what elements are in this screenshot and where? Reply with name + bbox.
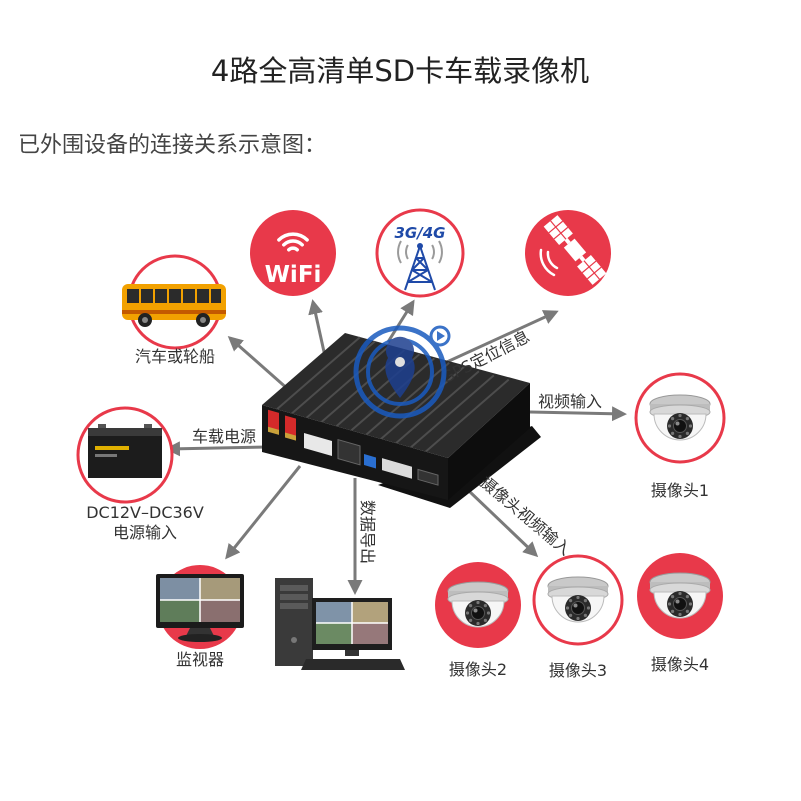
vehicle-label: 汽车或轮船: [135, 347, 215, 366]
camera-3-label: 摄像头3: [549, 661, 607, 680]
wifi-device: WiFi: [250, 210, 336, 296]
dvr-top-ridges: [276, 336, 510, 453]
page-title: 4路全高清单SD卡车载录像机: [211, 54, 589, 88]
vehicle-power-label: 车载电源: [192, 427, 256, 446]
camera-2-label: 摄像头2: [449, 660, 507, 679]
desktop-computer-icon: [275, 578, 405, 670]
arrow-to-power: [165, 441, 269, 457]
satellite-icon: [539, 215, 607, 285]
power-label-voltage: DC12V–DC36V: [86, 503, 204, 522]
cell-tower-icon: [397, 240, 443, 291]
dvr-box-icon: [262, 333, 541, 508]
video-input-label: 视频输入: [538, 392, 602, 411]
data-export-label: 数据导出: [358, 500, 377, 564]
camera-4-label: 摄像头4: [651, 655, 709, 674]
camera-3-device: [532, 554, 624, 646]
camera-1-label: 摄像头1: [651, 481, 709, 500]
network-device: 3G/4G: [375, 208, 465, 298]
watermark-logo: [353, 325, 451, 419]
power-device: [76, 406, 174, 504]
arrow-to-camera-1: [529, 406, 627, 422]
wifi-label: WiFi: [265, 262, 322, 288]
monitor-label: 监视器: [176, 650, 224, 669]
page-subtitle: 已外围设备的连接关系示意图：: [18, 133, 326, 158]
battery-icon: [88, 424, 162, 478]
arrow-to-monitor: [225, 465, 302, 560]
camera-2-device: [435, 562, 521, 648]
arrow-to-network: [386, 299, 415, 343]
monitor-device: [156, 565, 244, 649]
wifi-icon: [277, 232, 309, 252]
camera-1-device: [634, 372, 726, 464]
network-label: 3G/4G: [395, 224, 446, 242]
vehicle-device: [122, 254, 226, 350]
computer-device: [275, 578, 405, 670]
camera-4-device: [637, 553, 723, 639]
bus-icon: [122, 284, 226, 327]
gps-device: [525, 210, 611, 296]
monitor-icon: [156, 574, 244, 642]
power-label-input: 电源输入: [113, 523, 177, 542]
